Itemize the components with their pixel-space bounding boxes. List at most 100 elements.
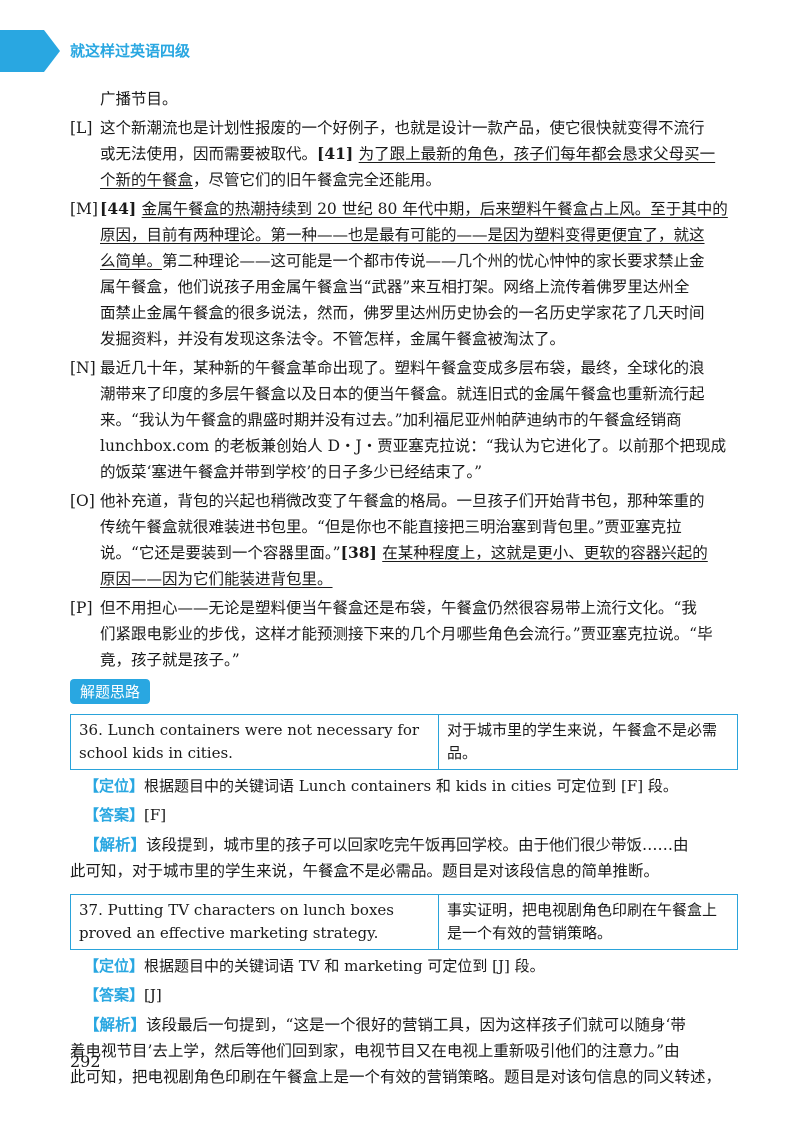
- locate-text: 根据题目中的关键词语 Lunch containers 和 kids in ci…: [144, 777, 678, 795]
- analysis-text: 此可知，对于城市里的学生来说，午餐盒不是必需品。题目是对该段信息的简单推断。: [70, 862, 660, 880]
- text-run: 这个新潮流也是计划性报废的一个好例子，也就是设计一款产品，使它很快就变得不流行: [100, 119, 705, 137]
- locate-text: 根据题目中的关键词语 TV 和 marketing 可定位到 [J] 段。: [144, 957, 545, 975]
- paragraph-line: 说。“它还是要装到一个容器里面。”[38] 在某种程度上，这就是更小、更软的容器…: [100, 540, 738, 566]
- text-run: 的饭菜‘塞进午餐盒并带到学校’的日子多少已经结束了。”: [100, 463, 483, 481]
- running-header-title: 就这样过英语四级: [70, 42, 191, 60]
- paragraph-label: [L]: [70, 119, 93, 137]
- paragraph-line: 的饭菜‘塞进午餐盒并带到学校’的日子多少已经结束了。”: [100, 459, 738, 485]
- paragraph-label: [N]: [70, 359, 96, 377]
- text-run: 传统午餐盒就很难装进书包里。“但是你也不能直接把三明治塞到背包里。”贾亚塞克拉: [100, 518, 682, 536]
- text-run: 他补充道，背包的兴起也稍微改变了午餐盒的格局。一旦孩子们开始背书包，那种笨重的: [100, 492, 705, 510]
- paragraph-text: 他补充道，背包的兴起也稍微改变了午餐盒的格局。一旦孩子们开始背书包，那种笨重的传…: [100, 488, 738, 592]
- paragraph-text: [44] 金属午餐盒的热潮持续到 20 世纪 80 年代中期，后来塑料午餐盒占上…: [100, 196, 738, 352]
- paragraph-line: 但不用担心——无论是塑料便当午餐盒还是布袋，午餐盒仍然很容易带上流行文化。“我: [100, 595, 738, 621]
- answer-text: [J]: [144, 986, 162, 1004]
- passage-paragraphs: [L] 这个新潮流也是计划性报废的一个好例子，也就是设计一款产品，使它很快就变得不…: [70, 115, 738, 673]
- page-content: 广播节目。 [L] 这个新潮流也是计划性报废的一个好例子，也就是设计一款产品，使它…: [70, 86, 738, 1090]
- underlined-text: 原因——因为它们能装进背包里。: [100, 570, 333, 588]
- paragraph-text: 最近几十年，某种新的午餐盒革命出现了。塑料午餐盒变成多层布袋，最终，全球化的浪潮…: [100, 355, 738, 485]
- text-run: 面禁止金属午餐盒的很多说法，然而，佛罗里达州历史协会的一名历史学家花了几天时间: [100, 304, 705, 322]
- paragraph-line: [44] 金属午餐盒的热潮持续到 20 世纪 80 年代中期，后来塑料午餐盒占上…: [100, 196, 738, 222]
- passage-paragraph: [N]最近几十年，某种新的午餐盒革命出现了。塑料午餐盒变成多层布袋，最终，全球化…: [70, 355, 738, 485]
- underlined-text: 为了跟上最新的角色，孩子们每年都会恳求父母买一: [358, 145, 716, 163]
- question-ref: [41]: [317, 144, 359, 163]
- paragraph-label: [O]: [70, 492, 95, 510]
- paragraph-line: 潮带来了印度的多层午餐盒以及日本的便当午餐盒。就连旧式的金属午餐盒也重新流行起: [100, 381, 738, 407]
- paragraph-label: [M]: [70, 200, 98, 218]
- locate-label: 【定位】: [84, 777, 145, 795]
- text-run: 潮带来了印度的多层午餐盒以及日本的便当午餐盒。就连旧式的金属午餐盒也重新流行起: [100, 385, 705, 403]
- paragraph-line: 这个新潮流也是计划性报废的一个好例子，也就是设计一款产品，使它很快就变得不流行: [100, 115, 738, 141]
- answer-text: [F]: [144, 806, 167, 824]
- question-ref: [38]: [340, 543, 383, 562]
- text-run: 属午餐盒，他们说孩子用金属午餐盒当“武器”来互相打架。网络上流传着佛罗里达州全: [100, 278, 690, 296]
- underlined-text: 么简单。: [100, 252, 163, 270]
- paragraph-line: 么简单。第二种理论——这可能是一个都市传说——几个州的忧心忡忡的家长要求禁止金: [100, 248, 738, 274]
- question-list: 36. Lunch containers were not necessary …: [70, 714, 738, 1090]
- paragraph-label: [P]: [70, 599, 93, 617]
- text-run: 但不用担心——无论是塑料便当午餐盒还是布袋，午餐盒仍然很容易带上流行文化。“我: [100, 599, 697, 617]
- question-box: 36. Lunch containers were not necessary …: [70, 714, 738, 770]
- underlined-text: 在某种程度上，这就是更小、更软的容器兴起的: [382, 544, 708, 562]
- text-run: 来。“我认为午餐盒的鼎盛时期并没有过去。”加利福尼亚州帕萨迪纳市的午餐盒经销商: [100, 411, 682, 429]
- header-accent-bar: [0, 30, 44, 72]
- analysis-text: 着电视节目’去上学，然后等他们回到家，电视节目又在电视上重新吸引他们的注意力。”…: [70, 1042, 680, 1060]
- passage-top-line: 广播节目。: [100, 90, 178, 108]
- underlined-text: 金属午餐盒的热潮持续到 20 世纪 80 年代中期，后来塑料午餐盒占上风。至于其…: [141, 200, 728, 218]
- text-run: ，尽管它们的旧午餐盒完全还能用。: [193, 171, 442, 189]
- paragraph-line: 来。“我认为午餐盒的鼎盛时期并没有过去。”加利福尼亚州帕萨迪纳市的午餐盒经销商: [100, 407, 738, 433]
- locate-row: 【定位】根据题目中的关键词语 Lunch containers 和 kids i…: [70, 774, 738, 799]
- text-run: 最近几十年，某种新的午餐盒革命出现了。塑料午餐盒变成多层布袋，最终，全球化的浪: [100, 359, 705, 377]
- passage-paragraph: [P] 但不用担心——无论是塑料便当午餐盒还是布袋，午餐盒仍然很容易带上流行文化。…: [70, 595, 738, 673]
- paragraph-line: 或无法使用，因而需要被取代。[41] 为了跟上最新的角色，孩子们每年都会恳求父母…: [100, 141, 738, 167]
- locate-row: 【定位】根据题目中的关键词语 TV 和 marketing 可定位到 [J] 段…: [70, 954, 738, 979]
- text-run: 发掘资料，并没有发现这条法令。不管怎样，金属午餐盒被淘汰了。: [100, 330, 566, 348]
- question-english: 36. Lunch containers were not necessary …: [71, 715, 439, 769]
- text-run: 第二种理论——这可能是一个都市传说——几个州的忧心忡忡的家长要求禁止金: [162, 252, 705, 270]
- page-number: 292: [70, 1052, 101, 1071]
- text-run: 们紧跟电影业的步伐，这样才能预测接下来的几个月哪些角色会流行。”贾亚塞克拉说。“…: [100, 625, 713, 643]
- answer-label: 【答案】: [84, 986, 145, 1004]
- paragraph-line: 他补充道，背包的兴起也稍微改变了午餐盒的格局。一旦孩子们开始背书包，那种笨重的: [100, 488, 738, 514]
- analysis-label: 【解析】: [84, 1016, 147, 1034]
- locate-label: 【定位】: [84, 957, 145, 975]
- section-tag: 解题思路: [70, 679, 151, 704]
- paragraph-line: 竟，孩子就是孩子。”: [100, 647, 738, 673]
- paragraph-line: lunchbox.com 的老板兼创始人 D・J・贾亚塞克拉说：“我认为它进化了…: [100, 433, 738, 459]
- question-chinese: 对于城市里的学生来说，午餐盒不是必需品。: [447, 721, 718, 762]
- passage-paragraph: [L] 这个新潮流也是计划性报废的一个好例子，也就是设计一款产品，使它很快就变得不…: [70, 115, 738, 193]
- question-english: 37. Putting TV characters on lunch boxes…: [71, 895, 439, 949]
- paragraph-line: 原因——因为它们能装进背包里。: [100, 566, 738, 592]
- analysis-text: 该段最后一句提到，“这是一个很好的营销工具，因为这样孩子们就可以随身‘带: [146, 1016, 686, 1034]
- paragraph-text: 这个新潮流也是计划性报废的一个好例子，也就是设计一款产品，使它很快就变得不流行或…: [100, 115, 738, 193]
- analysis-block: 【解析】该段提到，城市里的孩子可以回家吃完午饭再回学校。由于他们很少带饭……由此…: [70, 832, 738, 884]
- passage-paragraph: [M][44] 金属午餐盒的热潮持续到 20 世纪 80 年代中期，后来塑料午餐…: [70, 196, 738, 352]
- paragraph-line: 发掘资料，并没有发现这条法令。不管怎样，金属午餐盒被淘汰了。: [100, 326, 738, 352]
- question-chinese: 事实证明，把电视剧角色印刷在午餐盒上是一个有效的营销策略。: [447, 901, 718, 942]
- answer-label: 【答案】: [84, 806, 145, 824]
- text-run: 或无法使用，因而需要被取代。: [100, 145, 318, 163]
- answer-row: 【答案】[J]: [70, 983, 738, 1008]
- analysis-text: 此可知，把电视剧角色印刷在午餐盒上是一个有效的营销策略。题目是对该句信息的同义转…: [70, 1068, 722, 1086]
- header-arrow-icon: [44, 30, 60, 72]
- text-run: lunchbox.com 的老板兼创始人 D・J・贾亚塞克拉说：“我认为它进化了…: [100, 437, 727, 455]
- paragraph-line: 们紧跟电影业的步伐，这样才能预测接下来的几个月哪些角色会流行。”贾亚塞克拉说。“…: [100, 621, 738, 647]
- underlined-text: 原因，目前有两种理论。第一种——也是最有可能的——是因为塑料变得更便宜了，就这: [100, 226, 705, 244]
- paragraph-line: 个新的午餐盒，尽管它们的旧午餐盒完全还能用。: [100, 167, 738, 193]
- text-run: 竟，孩子就是孩子。”: [100, 651, 240, 669]
- paragraph-line: 传统午餐盒就很难装进书包里。“但是你也不能直接把三明治塞到背包里。”贾亚塞克拉: [100, 514, 738, 540]
- passage-paragraph: [O] 他补充道，背包的兴起也稍微改变了午餐盒的格局。一旦孩子们开始背书包，那种笨…: [70, 488, 738, 592]
- question-box: 37. Putting TV characters on lunch boxes…: [70, 894, 738, 950]
- analysis-block: 【解析】该段最后一句提到，“这是一个很好的营销工具，因为这样孩子们就可以随身‘带…: [70, 1012, 738, 1090]
- paragraph-line: 属午餐盒，他们说孩子用金属午餐盒当“武器”来互相打架。网络上流传着佛罗里达州全: [100, 274, 738, 300]
- paragraph-line: 面禁止金属午餐盒的很多说法，然而，佛罗里达州历史协会的一名历史学家花了几天时间: [100, 300, 738, 326]
- paragraph-line: 原因，目前有两种理论。第一种——也是最有可能的——是因为塑料变得更便宜了，就这: [100, 222, 738, 248]
- underlined-text: 个新的午餐盒: [100, 171, 194, 189]
- analysis-text: 该段提到，城市里的孩子可以回家吃完午饭再回学校。由于他们很少带饭……由: [146, 836, 689, 854]
- paragraph-line: 最近几十年，某种新的午餐盒革命出现了。塑料午餐盒变成多层布袋，最终，全球化的浪: [100, 355, 738, 381]
- answer-row: 【答案】[F]: [70, 803, 738, 828]
- analysis-label: 【解析】: [84, 836, 147, 854]
- paragraph-text: 但不用担心——无论是塑料便当午餐盒还是布袋，午餐盒仍然很容易带上流行文化。“我们…: [100, 595, 738, 673]
- text-run: 说。“它还是要装到一个容器里面。”: [100, 544, 341, 562]
- question-ref: [44]: [100, 199, 142, 218]
